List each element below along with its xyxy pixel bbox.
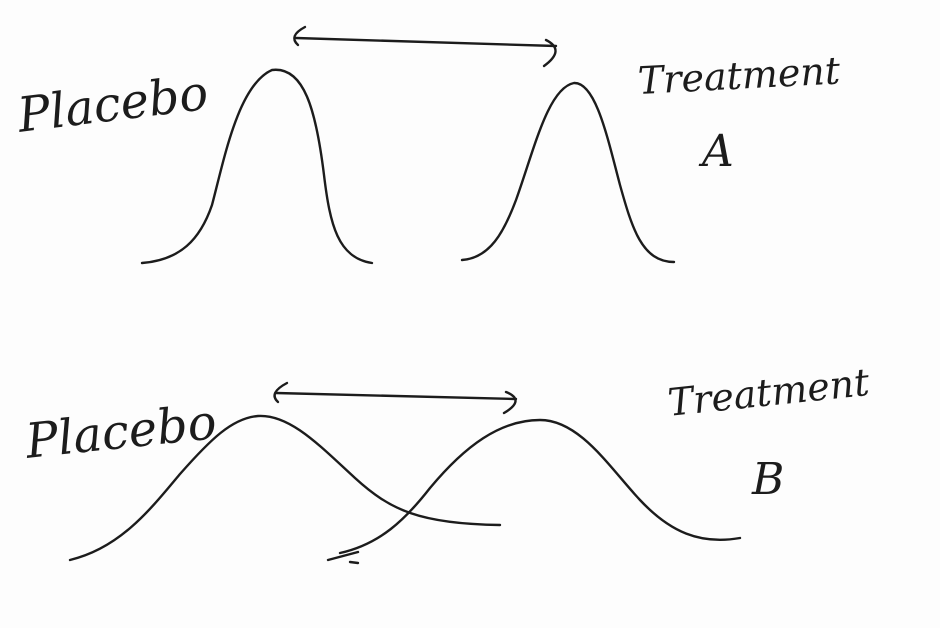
top-placebo-curve [140,68,374,265]
top-treatment-label: Treatment [636,48,842,103]
top-difference-arrow-left-head [293,25,307,47]
bottom-difference-arrow-shaft [274,391,518,401]
bottom-placebo-curve [68,414,502,562]
bottom-treatment-letter: B [752,454,785,505]
bottom-curve-start-tick [326,550,360,562]
top-difference-arrow-right-head [542,38,557,68]
bottom-difference-arrow-left-head [273,381,289,404]
bottom-curve-start-dash [348,560,360,565]
bottom-panel [68,381,742,565]
top-treatment-a-curve [460,81,676,264]
top-difference-arrow-shaft [294,36,558,48]
top-panel [140,25,676,265]
bottom-difference-arrow-right-head [502,390,517,415]
top-treatment-letter: A [702,126,734,177]
bottom-treatment-b-curve [338,418,742,555]
